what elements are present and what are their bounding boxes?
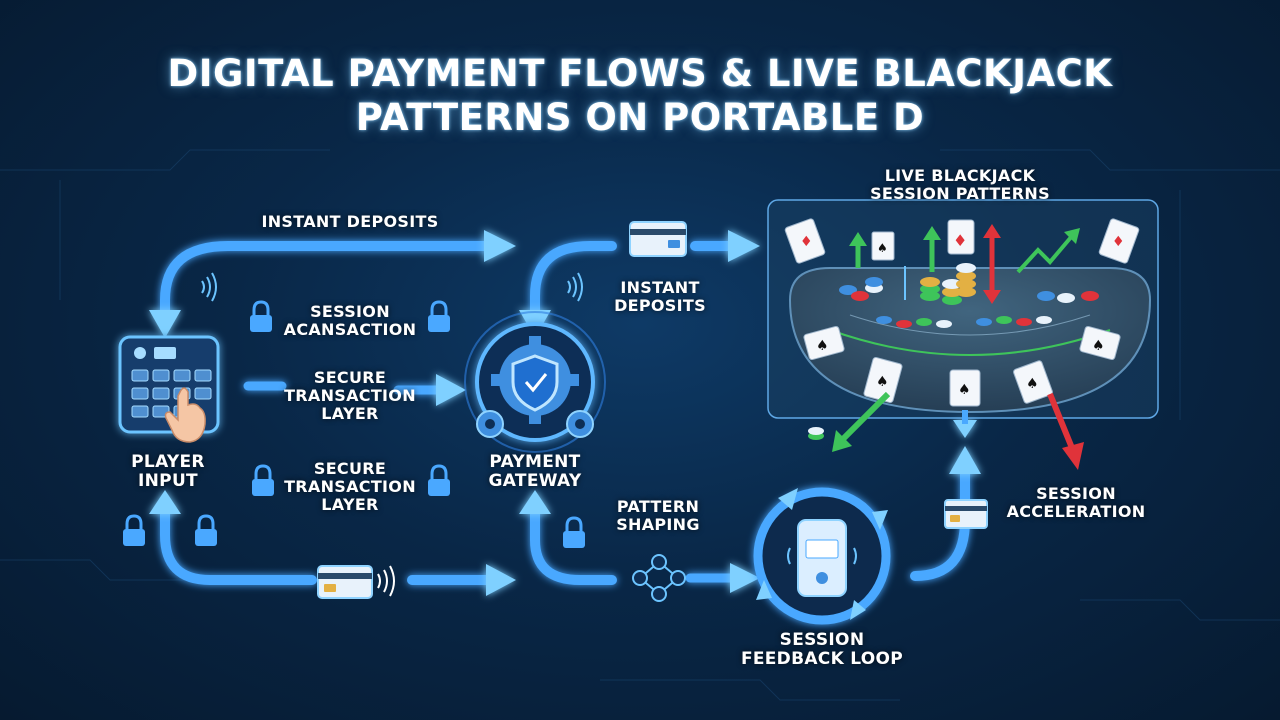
wifi-icon (377, 565, 395, 597)
flow-arrow-gateway-bottom (530, 507, 617, 585)
label-session-transaction: SESSION ACANSACTION (270, 303, 430, 339)
label-instant-deposits-top: INSTANT DEPOSITS (261, 212, 439, 231)
label-feedback-loop-1: SESSION (779, 630, 865, 650)
network-icon (632, 554, 686, 602)
label-blackjack-patterns-1: LIVE BLACKJACK (884, 166, 1036, 185)
label-payment-gateway-1: PAYMENT (489, 452, 581, 472)
label-secure-layer-2-l3: LAYER (321, 494, 379, 514)
label-pattern-shaping-1: PATTERN (616, 497, 700, 516)
label-session-transaction-1: SESSION (310, 302, 390, 321)
label-player-input-2: INPUT (138, 471, 198, 492)
flow-arrow-gateway-loop (530, 241, 617, 317)
title-line-2: PATTERNS ON PORTABLE D (355, 96, 925, 140)
credit-card-icon (629, 221, 687, 257)
label-payment-gateway-2: GATEWAY (488, 471, 582, 492)
label-player-input-1: PLAYER (131, 452, 205, 472)
label-session-acceleration-2: ACCELERATION (1006, 501, 1146, 521)
wifi-icon (787, 547, 857, 565)
phone-icon (797, 519, 847, 597)
flow-arrow-bottom-loop (160, 507, 317, 585)
arrowhead-instant-deposits (484, 230, 516, 262)
svg-text:♠: ♠ (958, 382, 971, 398)
session-feedback-loop-icon (753, 487, 891, 625)
svg-text:♠: ♠ (816, 338, 829, 354)
label-feedback-loop-2: FEEDBACK LOOP (740, 649, 904, 670)
label-instant-deposits-right-2: DEPOSITS (614, 295, 706, 315)
svg-text:♠: ♠ (876, 374, 889, 390)
arrow-green-down (839, 391, 891, 443)
bell-icon (154, 347, 176, 359)
wifi-icon (567, 272, 583, 302)
svg-text:♦: ♦ (953, 231, 967, 250)
shield-icon (511, 354, 559, 412)
lock-icon (428, 464, 450, 496)
blackjack-table-panel: ♦ ♠ ♦ ♦ ♠ ♠ ♠ ♠ ♠ (767, 199, 1159, 470)
lock-icon (250, 300, 272, 332)
label-payment-gateway: PAYMENT GATEWAY (470, 452, 600, 492)
arrowhead-to-table (728, 230, 760, 262)
flow-arrow-top-loop (160, 241, 493, 317)
label-secure-layer-2: SECURE TRANSACTION LAYER (275, 460, 425, 514)
svg-text:♠: ♠ (877, 241, 888, 255)
arrowhead-loop-up (949, 446, 981, 474)
lock-icon (195, 514, 217, 546)
lock-icons (123, 300, 585, 548)
arrowhead-player-up (149, 490, 181, 514)
label-secure-layer-1-l3: LAYER (321, 403, 379, 423)
label-instant-deposits-right: INSTANT DEPOSITS (600, 279, 720, 315)
label-secure-layer-1-l2: TRANSACTION (284, 385, 416, 405)
arrow-up-icon (849, 226, 941, 272)
arrowhead-to-player (149, 310, 181, 338)
chip-icon (808, 263, 1099, 440)
label-session-acceleration: SESSION ACCELERATION (996, 485, 1156, 521)
player-input-device (118, 272, 220, 443)
card-suits: ♦ ♠ ♦ ♦ ♠ ♠ ♠ ♠ ♠ (800, 231, 1125, 398)
arrowhead-gateway-up (519, 490, 551, 514)
keypad-icon (131, 369, 212, 418)
label-session-acceleration-1: SESSION (1036, 484, 1116, 503)
label-secure-layer-1: SECURE TRANSACTION LAYER (275, 369, 425, 423)
background-grid (0, 149, 1280, 701)
label-secure-layer-2-l2: TRANSACTION (284, 476, 416, 496)
arrowhead-card-down (953, 420, 977, 438)
label-player-input: PLAYER INPUT (108, 452, 228, 492)
label-blackjack-patterns-2: SESSION PATTERNS (870, 183, 1050, 203)
svg-text:♠: ♠ (1092, 338, 1105, 354)
label-blackjack-patterns: LIVE BLACKJACK SESSION PATTERNS (840, 167, 1080, 203)
trend-up-icon (1016, 234, 1074, 274)
arrow-down-icon (983, 224, 1001, 304)
lock-icon (123, 514, 145, 546)
payment-gateway-icon (464, 272, 606, 453)
label-secure-layer-2-l1: SECURE (313, 459, 387, 478)
svg-text:♦: ♦ (1112, 234, 1125, 250)
credit-card-icon (317, 565, 395, 599)
lock-icon (563, 516, 585, 548)
label-pattern-shaping-2: SHAPING (616, 514, 700, 534)
label-secure-layer-1-l1: SECURE (313, 368, 387, 387)
svg-text:♠: ♠ (1026, 376, 1039, 392)
label-feedback-loop: SESSION FEEDBACK LOOP (722, 630, 922, 670)
arrowhead-pattern-out (730, 563, 760, 593)
svg-text:♦: ♦ (800, 234, 813, 250)
title-line-1: DIGITAL PAYMENT FLOWS & LIVE BLACKJACK (167, 52, 1113, 95)
page-title: DIGITAL PAYMENT FLOWS & LIVE BLACKJACK P… (60, 52, 1220, 141)
arrowhead-bottom-right (486, 564, 516, 596)
hand-icon (164, 387, 206, 443)
label-session-transaction-2: ACANSACTION (283, 319, 417, 339)
label-instant-deposits-right-1: INSTANT (620, 278, 700, 297)
label-pattern-shaping: PATTERN SHAPING (598, 498, 718, 534)
arrowhead-secure-1 (436, 374, 466, 406)
flow-arrows (160, 241, 970, 585)
wifi-icon (201, 272, 217, 302)
lock-icon (428, 300, 450, 332)
lock-icon (252, 464, 274, 496)
credit-card-icon (944, 499, 988, 529)
user-icon (134, 347, 146, 359)
playing-card-icon (784, 218, 1140, 407)
arrow-red-down (1047, 392, 1075, 450)
